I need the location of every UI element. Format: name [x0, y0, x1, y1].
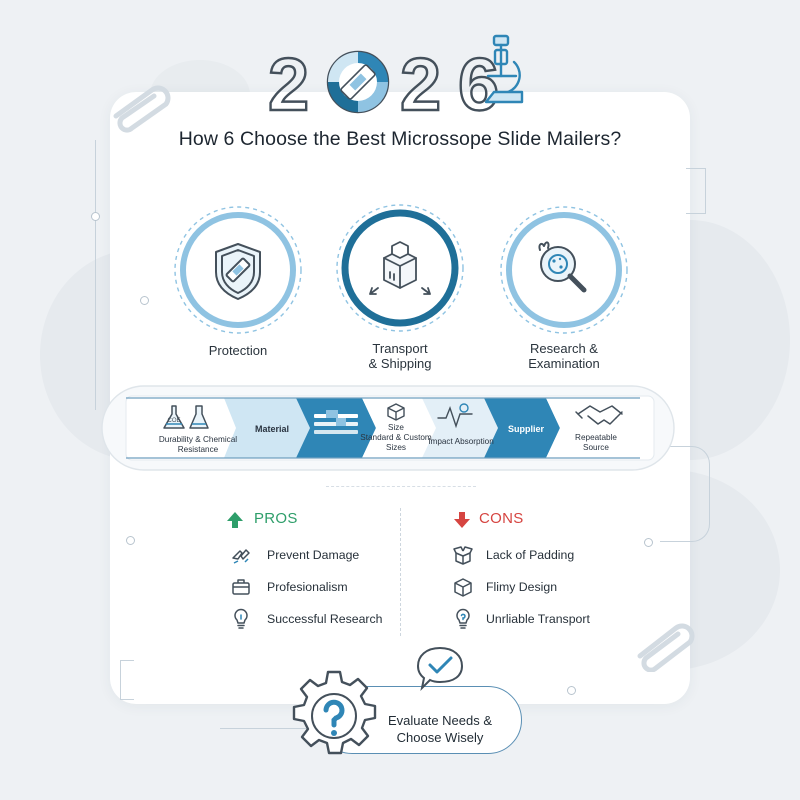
evaluate-label: Evaluate Needs & Choose Wisely: [387, 713, 493, 745]
decor-dot: [126, 536, 135, 545]
decor-dot: [567, 686, 576, 695]
microscope-icon: [484, 34, 524, 104]
pros-item-1: Prevent Damage: [267, 548, 360, 562]
gear-question-icon: [292, 670, 377, 755]
checkmark-bubble-icon: [416, 646, 464, 692]
decor-line-left: [95, 140, 96, 410]
flow-label-size: Size Standard & Custom Sizes: [360, 423, 432, 452]
page-title: How 6 Choose the Best Microssope Slide M…: [178, 128, 622, 150]
box-icon: [454, 578, 472, 597]
pros-heading: PROS: [254, 510, 298, 527]
feature-protection: [172, 204, 304, 336]
feature-protection-label: Protection: [208, 343, 268, 358]
flow-step-durability: [140, 398, 236, 458]
handshake-icon: [575, 405, 623, 425]
flow-step-material: [224, 398, 310, 458]
decor-dot: [644, 538, 653, 547]
feature-research-label: Research & Examination: [528, 341, 600, 371]
pros-item-3: Successful Research: [267, 612, 383, 626]
box-shipping-icon: [369, 241, 431, 295]
section-divider: [326, 486, 476, 487]
cons-item-2: Flimy Design: [486, 580, 558, 594]
decor-dot: [140, 296, 149, 305]
magnifier-sample-icon: [538, 241, 587, 293]
briefcase-icon: [232, 579, 250, 595]
pros-cons-divider: [400, 508, 401, 636]
flow-step-source: [546, 398, 640, 458]
cube-icon: [387, 403, 405, 421]
broken-slide-icon: [232, 549, 250, 564]
flow-step-supplier: [484, 398, 560, 458]
flow-label-source: Repeatable Source: [575, 433, 617, 452]
paperclip-icon: [637, 623, 695, 672]
flow-label-supplier: Supplier: [507, 424, 544, 434]
flow-label-impact: Impact Absorption: [428, 437, 494, 446]
process-flow: COE: [101, 385, 675, 471]
year-graphic: 2 2 6: [268, 42, 500, 120]
flow-step-tray: [296, 398, 376, 458]
open-box-icon: [453, 546, 473, 565]
year-digit-1: 2: [268, 43, 309, 120]
flow-step-impact: [422, 398, 498, 458]
arrow-down-icon: [454, 512, 470, 528]
paperclip-icon: [113, 85, 171, 133]
decor-bracket-right: [686, 168, 706, 214]
pros-item-2: Profesionalism: [267, 580, 348, 594]
pulse-icon: [437, 403, 473, 429]
flow-step-size: [362, 398, 436, 458]
decor-dot: [91, 212, 100, 221]
decor-line-bottom: [220, 728, 320, 729]
slides-tray-icon: [314, 410, 358, 434]
lightbulb-icon: [234, 608, 248, 629]
year-digit-3: 2: [400, 43, 441, 120]
year-digit-2-ring: [326, 50, 390, 114]
shield-slide-icon: [215, 243, 261, 300]
flask-badge-text: COE: [167, 418, 180, 424]
cons-item-1: Lack of Padding: [486, 548, 575, 562]
feature-research: [498, 204, 630, 336]
question-bulb-icon: [456, 608, 470, 629]
cons-heading: CONS: [479, 510, 524, 527]
cons-item-3: Unrliable Transport: [486, 612, 590, 626]
flow-label-material: Material: [254, 424, 289, 434]
decor-line-right: [660, 446, 710, 542]
flask-icon: [163, 405, 209, 429]
arrow-up-icon: [227, 512, 243, 528]
decor-bracket-left: [120, 660, 134, 700]
year-digit-4: 6: [458, 43, 499, 120]
feature-transport-label: Transport & Shipping: [368, 341, 432, 371]
feature-transport: [334, 202, 466, 334]
flow-label-durability: Durability & Chemical Resistance: [158, 435, 238, 454]
